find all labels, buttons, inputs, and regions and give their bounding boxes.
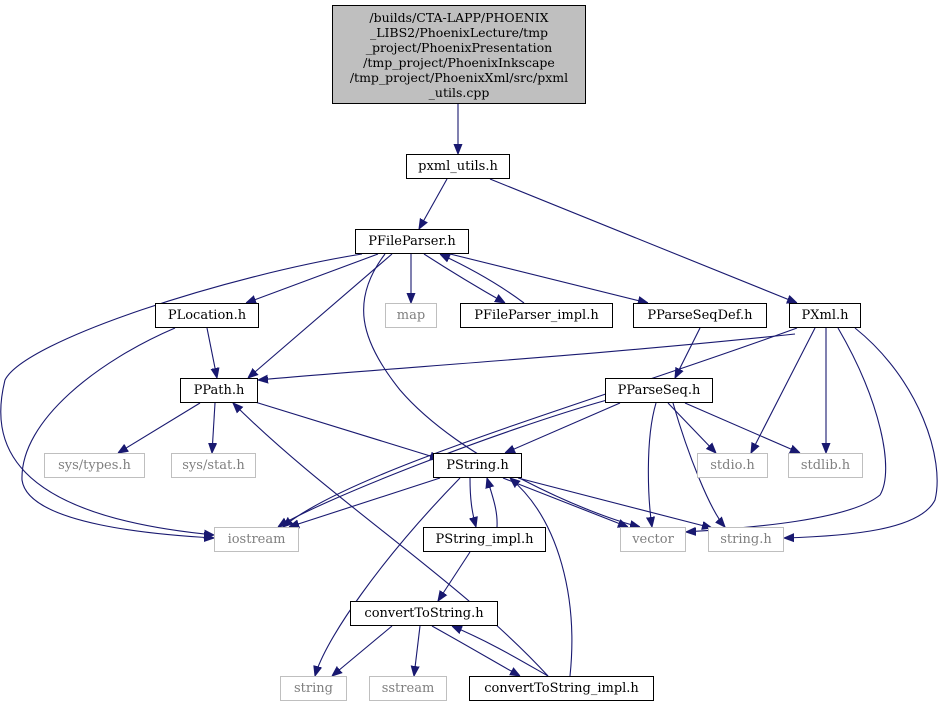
node-pfileparser-h[interactable]: PFileParser.h xyxy=(355,229,469,254)
node-ppath-h[interactable]: PPath.h xyxy=(180,378,258,403)
node-pxml-utils-cpp: /builds/CTA-LAPP/PHOENIX _LIBS2/PhoenixL… xyxy=(332,5,586,104)
edge-pstring-impl-to-converttostring xyxy=(438,551,471,601)
node-sys-types-h: sys/types.h xyxy=(44,453,145,478)
edge-pstring-to-iostream xyxy=(289,477,441,527)
edge-converttostring-to-string xyxy=(332,625,393,676)
edge-pfileparser-impl-to-pfileparser xyxy=(440,254,525,304)
edge-ppath-to-sys-types xyxy=(118,402,201,453)
node-plocation-h[interactable]: PLocation.h xyxy=(155,303,259,328)
edge-pxml-to-string-h xyxy=(784,327,938,538)
node-converttostring-impl-h[interactable]: convertToString_impl.h xyxy=(469,676,654,701)
edge-pxml-utils-to-pfileparser xyxy=(419,178,448,229)
edge-converttostring-impl-to-converttostring xyxy=(452,626,549,677)
node-stdio-h: stdio.h xyxy=(697,453,768,478)
edge-pstring-to-string-h xyxy=(517,477,712,528)
edge-pparseseq-to-string-h xyxy=(672,402,725,527)
edge-pparseseqdef-to-pparseseq xyxy=(675,327,701,378)
edge-pstring-to-pstring-impl xyxy=(470,477,476,527)
edge-pstring-to-vector xyxy=(502,477,628,527)
node-map: map xyxy=(385,303,437,328)
node-stdlib-h: stdlib.h xyxy=(788,453,863,478)
node-string: string xyxy=(280,676,347,701)
edge-converttostring-impl-to-pstring xyxy=(510,478,573,677)
edge-pfileparser-to-pfileparser-impl xyxy=(423,253,505,303)
edge-pxml-utils-to-pxml xyxy=(489,178,797,304)
edge-pxml-to-iostream xyxy=(283,327,798,527)
edge-pfileparser-to-iostream xyxy=(0,253,363,535)
edge-pfileparser-to-ppath xyxy=(248,253,393,378)
edge-pparseseq-to-iostream xyxy=(278,399,608,527)
node-sys-stat-h: sys/stat.h xyxy=(171,453,256,478)
node-pfileparser-impl-h[interactable]: PFileParser_impl.h xyxy=(460,303,613,328)
edge-pfileparser-to-pparseseqdef xyxy=(449,253,648,303)
node-sstream: sstream xyxy=(369,676,447,701)
node-pxml-h[interactable]: PXml.h xyxy=(789,303,861,328)
edge-plocation-to-ppath xyxy=(206,327,217,378)
edge-converttostring-to-converttostring-impl xyxy=(431,625,520,676)
edge-pxml-to-vector xyxy=(686,327,887,532)
edge-converttostring-to-sstream xyxy=(414,625,421,676)
edge-pstring-to-string xyxy=(315,477,461,676)
edge-pparseseq-to-stdlib xyxy=(684,402,800,453)
node-converttostring-h[interactable]: convertToString.h xyxy=(350,601,498,626)
edge-converttostring-impl-to-ppath xyxy=(233,403,549,677)
edge-pfileparser-to-vector xyxy=(363,253,640,527)
edge-pparseseq-to-vector xyxy=(648,402,657,527)
edge-plocation-to-iostream xyxy=(21,327,214,538)
edge-ppath-to-sys-stat xyxy=(212,402,215,453)
node-pparseseq-h[interactable]: PParseSeq.h xyxy=(605,378,713,403)
node-pstring-h[interactable]: PString.h xyxy=(433,453,522,478)
edge-pxml-to-stdio xyxy=(751,327,816,453)
node-pparseseqdef-h[interactable]: PParseSeqDef.h xyxy=(633,303,767,328)
node-pxml-utils-h[interactable]: pxml_utils.h xyxy=(406,154,510,179)
node-string-h: string.h xyxy=(708,527,784,552)
edge-pparseseq-to-pstring xyxy=(505,402,621,453)
edge-pfileparser-to-plocation xyxy=(246,253,379,303)
edge-ppath-to-pstring xyxy=(254,401,440,459)
edge-pstring-impl-to-pstring xyxy=(487,478,498,528)
node-iostream: iostream xyxy=(214,527,299,552)
edge-pxml-to-ppath xyxy=(258,333,796,380)
node-vector: vector xyxy=(620,527,686,552)
node-pstring-impl-h[interactable]: PString_impl.h xyxy=(423,527,546,552)
